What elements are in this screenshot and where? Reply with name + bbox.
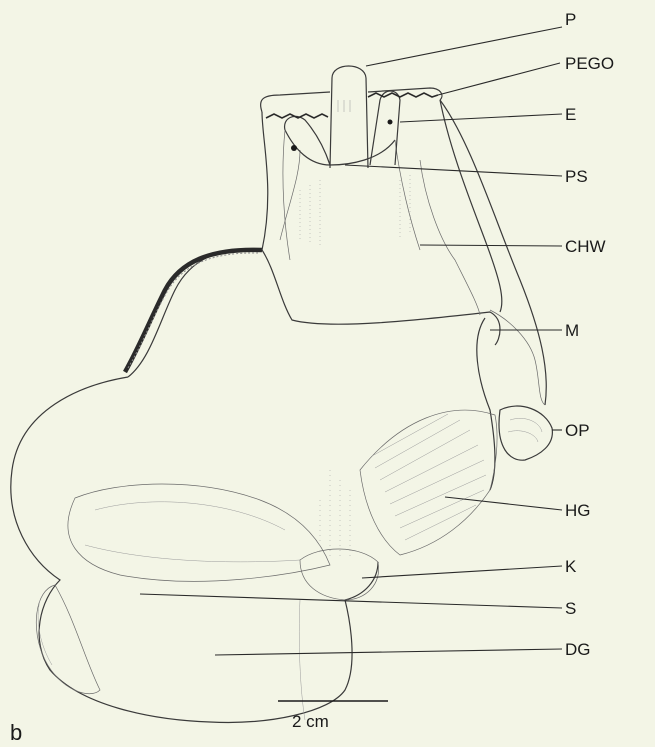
right-body-margin (440, 100, 546, 405)
hg-stipple (320, 470, 350, 560)
leader-CHW (420, 245, 562, 246)
label-HG: HG (565, 501, 591, 520)
leader-E (400, 114, 562, 122)
label-K: K (565, 557, 577, 576)
label-S: S (565, 599, 576, 618)
dg-divider (299, 600, 305, 720)
stomach-inner-line-2 (85, 545, 300, 562)
hypobranchial-gland (320, 410, 497, 560)
proboscis-sheath (285, 130, 395, 165)
scale-bar-label: 2 cm (292, 712, 329, 731)
mantle-margin-thick (125, 250, 262, 372)
chamber-wall-right (440, 100, 502, 312)
label-DG: DG (565, 640, 591, 659)
mantle-flap (477, 318, 495, 490)
scale-bar: 2 cm (278, 701, 388, 731)
tentacle-right (370, 91, 400, 165)
proboscis (330, 66, 368, 168)
chamber-wall-inner (420, 160, 480, 315)
label-P: P (565, 10, 576, 29)
kidney-outline (300, 549, 379, 600)
dg-left-lobe-inner (38, 600, 52, 665)
proboscis-sheath-lower (283, 130, 420, 260)
leader-DG (215, 649, 562, 655)
proboscis-hatching (338, 100, 350, 112)
leader-PEGO (438, 63, 560, 95)
chamber-wall (262, 112, 268, 250)
label-M: M (565, 321, 579, 340)
label-PS: PS (565, 167, 588, 186)
operculum (499, 406, 552, 460)
leader-S (140, 594, 562, 608)
label-PEGO: PEGO (565, 54, 614, 73)
label-E: E (565, 105, 576, 124)
operculum-rings (508, 418, 542, 442)
leader-P (366, 27, 562, 66)
mantle-top-rim (261, 88, 442, 112)
label-OP: OP (565, 421, 590, 440)
stomach-inner-line (95, 502, 285, 530)
label-CHW: CHW (565, 237, 606, 256)
pego-scalloped-edge (266, 93, 438, 118)
ps-stipple (300, 175, 410, 245)
panel-letter: b (10, 720, 22, 745)
visceral-mass-outline (11, 377, 378, 722)
hg-striae (372, 414, 486, 540)
specimen-illustration (11, 66, 553, 722)
hg-outline (360, 410, 497, 555)
leader-HG (445, 497, 562, 510)
stomach-outline (68, 484, 330, 581)
right-body-margin-inner (490, 310, 545, 405)
structure-labels: P PEGO E PS CHW M OP HG K S DG (565, 10, 614, 659)
leader-K (362, 566, 562, 578)
eye-spot-right (388, 120, 393, 125)
leader-PS (345, 165, 562, 176)
leader-lines (140, 27, 562, 655)
eye-spot-left (291, 145, 297, 151)
